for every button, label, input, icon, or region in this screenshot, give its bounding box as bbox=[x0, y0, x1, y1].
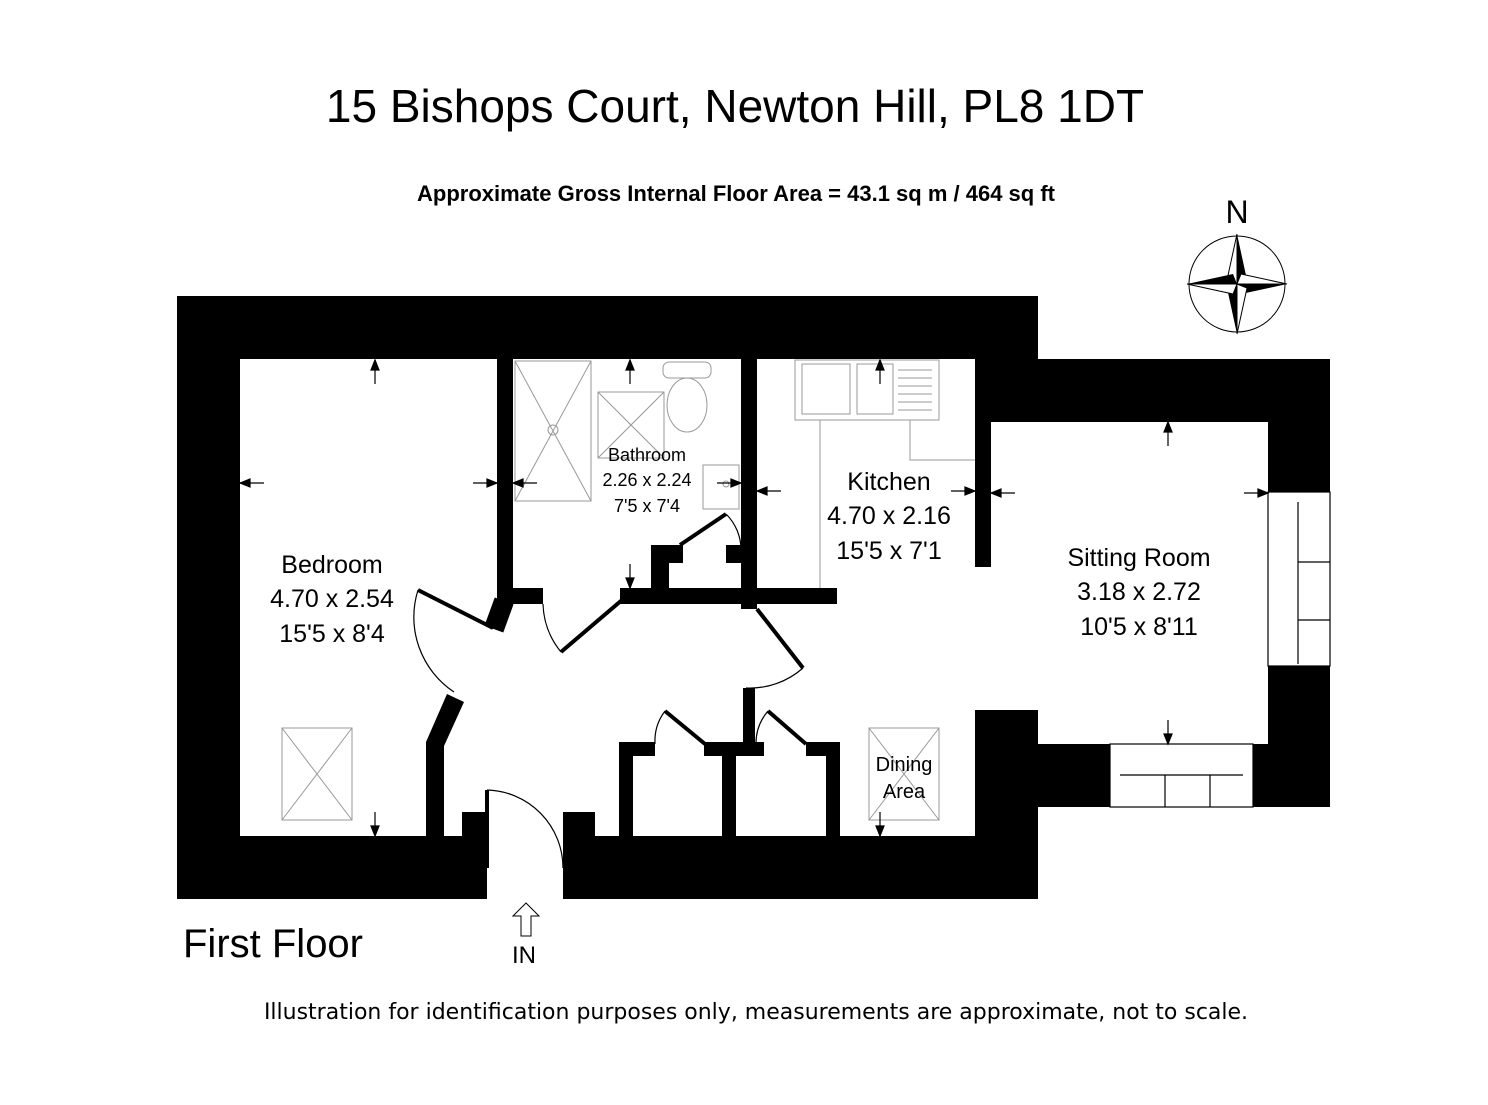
bedroom-imperial: 15'5 x 8'4 bbox=[279, 620, 385, 648]
page-title: 15 Bishops Court, Newton Hill, PL8 1DT bbox=[326, 80, 1144, 132]
compass-icon: N bbox=[1186, 194, 1288, 335]
room-sitting-room: Sitting Room 3.18 x 2.72 10'5 x 8'11 bbox=[1067, 544, 1210, 641]
room-kitchen: Kitchen 4.70 x 2.16 15'5 x 7'1 bbox=[827, 468, 951, 565]
external-walls bbox=[177, 296, 1330, 899]
kitchen-name: Kitchen bbox=[847, 468, 930, 496]
room-bathroom: Bathroom 2.26 x 2.24 7'5 x 7'4 bbox=[602, 445, 691, 516]
internal-walls bbox=[426, 359, 991, 836]
dining-name: Dining bbox=[876, 754, 933, 776]
room-bedroom: Bedroom 4.70 x 2.54 15'5 x 8'4 bbox=[270, 551, 394, 648]
entrance-label: IN bbox=[512, 942, 536, 969]
window-sitting-east bbox=[1267, 491, 1331, 667]
floor-label: First Floor bbox=[183, 922, 363, 966]
room-dining-area: Dining Area bbox=[876, 754, 933, 803]
bedroom-skylight bbox=[281, 727, 353, 821]
floor-area-text: Approximate Gross Internal Floor Area = … bbox=[417, 181, 1056, 206]
sitting-room-name: Sitting Room bbox=[1067, 544, 1210, 572]
bathroom-name: Bathroom bbox=[608, 445, 686, 465]
bathroom-imperial: 7'5 x 7'4 bbox=[614, 496, 680, 516]
dimension-arrows bbox=[238, 358, 1270, 838]
kitchen-imperial: 15'5 x 7'1 bbox=[836, 537, 941, 565]
sitting-room-imperial: 10'5 x 8'11 bbox=[1080, 613, 1198, 641]
bathroom-fixtures bbox=[514, 360, 740, 510]
sitting-room-metric: 3.18 x 2.72 bbox=[1077, 578, 1201, 606]
bedroom-metric: 4.70 x 2.54 bbox=[270, 585, 394, 613]
bathroom-metric: 2.26 x 2.24 bbox=[602, 470, 691, 490]
dining-name-line2: Area bbox=[883, 781, 926, 803]
dining-skylight bbox=[868, 727, 940, 821]
doors bbox=[413, 512, 808, 869]
bedroom-name: Bedroom bbox=[281, 551, 382, 579]
window-sitting-south bbox=[1109, 743, 1254, 808]
entrance-arrow-icon bbox=[511, 902, 541, 937]
kitchen-metric: 4.70 x 2.16 bbox=[827, 502, 951, 530]
disclaimer-text: Illustration for identification purposes… bbox=[264, 1000, 1248, 1025]
kitchen-fixtures bbox=[794, 359, 975, 588]
compass-north-label: N bbox=[1225, 194, 1248, 230]
